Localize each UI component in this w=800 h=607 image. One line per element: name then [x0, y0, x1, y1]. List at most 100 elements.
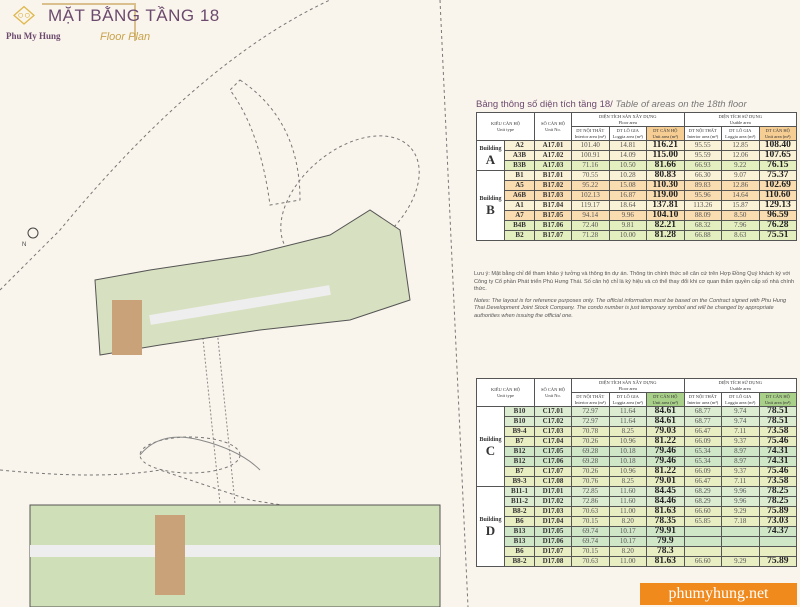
notes: Lưu ý: Mặt bằng chỉ để tham khảo ý tưởng… [474, 271, 796, 324]
hdr-unit: DT CĂN HỘ [653, 128, 678, 133]
hdr-floor-area: DIỆN TÍCH SÀN XÂY DỰNG [599, 380, 657, 385]
cell: 12.06 [721, 150, 760, 161]
cell: 95.22 [571, 180, 610, 191]
cell: 11.60 [608, 486, 647, 497]
cell: B17.02 [534, 180, 572, 191]
watermark: phumyhung.net [640, 583, 797, 605]
cell [721, 546, 760, 557]
cell: 78.51 [758, 416, 797, 427]
cell: 14.64 [721, 190, 760, 201]
cell: 74.31 [758, 456, 797, 467]
cell: 66.60 [683, 556, 722, 567]
cell: B8-2 [504, 556, 535, 567]
cell: 115.00 [646, 150, 685, 161]
cell [683, 536, 722, 547]
hdr-interior-en: Interior area (m²) [687, 133, 719, 139]
cell: B12 [504, 456, 535, 467]
cell: 76.28 [758, 220, 797, 231]
cell: 18.64 [608, 200, 647, 211]
cell: B13 [504, 526, 535, 537]
cell: 8.97 [721, 446, 760, 457]
cell: 11.64 [608, 416, 647, 427]
building-ab [94, 209, 411, 356]
cell: 84.61 [646, 406, 685, 417]
cell: 11.00 [608, 506, 647, 517]
cell: 66.09 [683, 466, 722, 477]
cell: 72.40 [571, 220, 610, 231]
cell: C17.05 [534, 446, 572, 457]
cell: 73.58 [758, 476, 797, 487]
cell: 75.51 [758, 230, 797, 241]
cell: 66.47 [683, 426, 722, 437]
cell: 9.22 [721, 160, 760, 171]
cell: 9.74 [721, 406, 760, 417]
hdr-unit: DT CĂN HỘ [765, 394, 790, 399]
cell: B17.07 [534, 230, 572, 241]
cell: 76.15 [758, 160, 797, 171]
hdr-loggia-en: Loggia area (m²) [725, 399, 756, 405]
hdr-interior-en: Interior area (m²) [574, 133, 606, 139]
cell: 110.30 [646, 180, 685, 191]
title-bracket [42, 3, 136, 41]
cell: D17.07 [534, 546, 572, 557]
notes-vi: Lưu ý: Mặt bằng chỉ để tham khảo ý tưởng… [474, 271, 795, 293]
cell [721, 526, 760, 537]
cell: 81.28 [646, 230, 685, 241]
compass-label: N [22, 242, 26, 248]
cell: D17.04 [534, 516, 572, 527]
hdr-unit-type: KIỂU CĂN HỘ [491, 121, 520, 126]
cell [683, 546, 722, 557]
cell: B6 [504, 516, 535, 527]
hdr-usable-area-en: Usable area [729, 385, 751, 391]
hdr-floor-area-en: Floor area [618, 119, 637, 125]
hdr-usable-area: DIỆN TÍCH SỬ DỤNG [718, 380, 763, 385]
hdr-interior-en: Interior area (m²) [687, 399, 719, 405]
cell: 75.46 [758, 436, 797, 447]
cell: 94.14 [571, 210, 610, 221]
cell: 68.77 [683, 406, 722, 417]
cell: 70.15 [571, 546, 610, 557]
hdr-interior-en: Interior area (m²) [574, 399, 606, 405]
cell: 8.20 [608, 516, 647, 527]
cell: 66.47 [683, 476, 722, 487]
cell: 68.77 [683, 416, 722, 427]
cell: C17.03 [534, 426, 572, 437]
cell: B11-1 [504, 486, 535, 497]
page-title: MẶT BẰNG TẦNG 18 [48, 6, 220, 25]
hdr-interior: DT NỘI THẤT [688, 394, 717, 399]
cell: 79.01 [646, 476, 685, 487]
table1-title-vi: Bảng thông số diện tích tầng 18/ [476, 99, 613, 110]
hdr-unit: DT CĂN HỘ [653, 394, 678, 399]
cell: 16.87 [608, 190, 647, 201]
cell: 9.07 [721, 170, 760, 181]
cell [758, 546, 797, 557]
cell: 72.97 [571, 416, 610, 427]
cell: 73.58 [758, 426, 797, 437]
cell: 70.26 [571, 466, 610, 477]
cell: 68.29 [683, 486, 722, 497]
hdr-unit-en: Unit area (m²) [652, 399, 679, 405]
cell: C17.06 [534, 456, 572, 467]
cell: A1 [504, 200, 535, 211]
cell: 75.89 [758, 556, 797, 567]
hdr-unit-no: SỐ CĂN HỘ [540, 387, 565, 392]
cell: 7.18 [721, 516, 760, 527]
table1-title: Bảng thông số diện tích tầng 18/ Table o… [476, 99, 747, 110]
cell: 9.81 [608, 220, 647, 231]
cell: 119.17 [571, 200, 610, 211]
cell: C17.04 [534, 436, 572, 447]
cell: 8.25 [608, 426, 647, 437]
cell: B17.03 [534, 190, 572, 201]
